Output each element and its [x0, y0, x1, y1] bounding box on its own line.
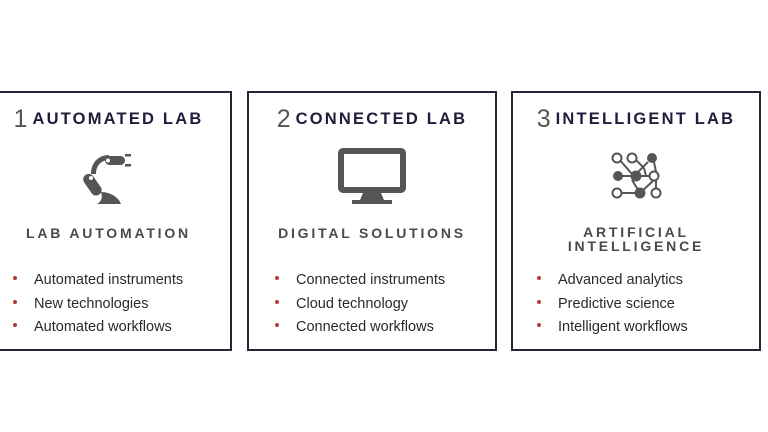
- card-subtitle: LAB AUTOMATION: [26, 225, 191, 241]
- bullet-icon: [537, 276, 541, 281]
- bullet-icon: [275, 299, 279, 304]
- list-item: Automated workflows: [13, 316, 183, 340]
- card-title-text: AUTOMATED LAB: [32, 110, 204, 128]
- list-item: Cloud technology: [275, 293, 445, 317]
- card-number: 2: [276, 105, 291, 133]
- list-item: Automated instruments: [13, 269, 183, 293]
- card-title-text: CONNECTED LAB: [295, 110, 468, 128]
- card-subtitle: DIGITAL SOLUTIONS: [278, 225, 466, 241]
- neural-network-icon: [513, 143, 759, 209]
- bullet-list: Connected instruments Cloud technology C…: [275, 269, 445, 340]
- list-item: Intelligent workflows: [537, 316, 688, 340]
- bullet-icon: [13, 276, 17, 281]
- card-number: 3: [536, 105, 551, 133]
- bullet-icon: [537, 299, 541, 304]
- monitor-icon: [249, 143, 495, 209]
- list-item: Connected instruments: [275, 269, 445, 293]
- bullet-list: Advanced analytics Predictive science In…: [537, 269, 688, 340]
- bullet-icon: [275, 323, 279, 328]
- card-title-text: INTELLIGENT LAB: [555, 110, 736, 128]
- list-item: Connected workflows: [275, 316, 445, 340]
- list-item: Advanced analytics: [537, 269, 688, 293]
- card-subtitle-line1: ARTIFICIAL: [583, 224, 689, 240]
- bullet-icon: [13, 323, 17, 328]
- list-item: Predictive science: [537, 293, 688, 317]
- bullet-icon: [13, 299, 17, 304]
- card-number: 1: [13, 105, 28, 133]
- card-subtitle-line2: INTELLIGENCE: [567, 238, 705, 254]
- bullet-icon: [275, 276, 279, 281]
- bullet-list: Automated instruments New technologies A…: [13, 269, 183, 340]
- list-item: New technologies: [13, 293, 183, 317]
- bullet-icon: [537, 323, 541, 328]
- robot-arm-icon: [0, 143, 230, 209]
